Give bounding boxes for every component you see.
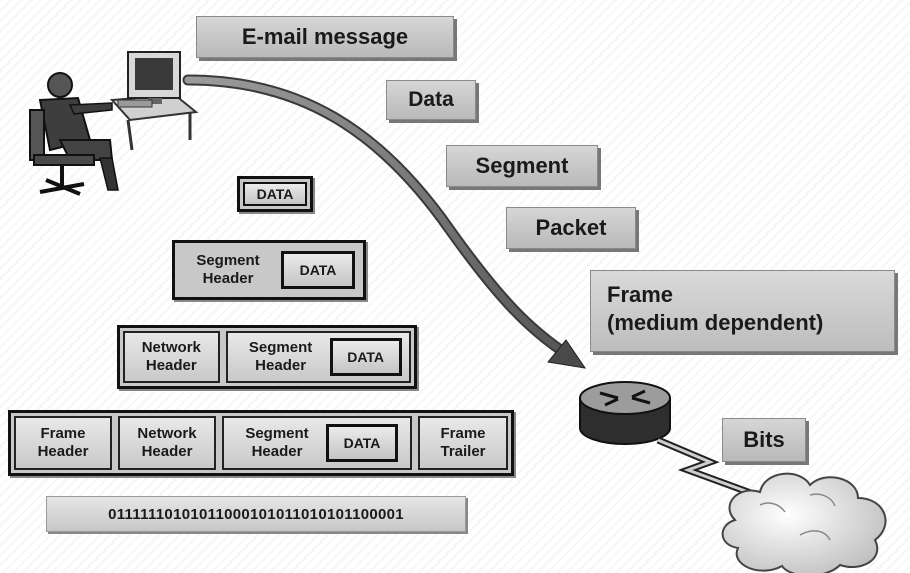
stage-label-bits: Bits xyxy=(722,418,806,462)
user-at-computer-icon xyxy=(29,51,199,196)
data-box: DATA xyxy=(281,251,355,289)
frame-label-line2: (medium dependent) xyxy=(607,310,824,335)
segment-header: Segment Header xyxy=(245,425,309,460)
frame-label-line1: Frame xyxy=(607,282,674,307)
network-header: Network Header xyxy=(118,416,216,470)
stage-label-email: E-mail message xyxy=(196,16,454,58)
segment-block: Segment Header DATA xyxy=(225,331,411,383)
segment-header: Segment Header xyxy=(196,252,260,287)
stage-label-frame: Frame (medium dependent) xyxy=(590,270,895,352)
bitstream: 01111110101011000101011010101100001 xyxy=(46,496,466,532)
network-header: Network Header xyxy=(123,331,220,383)
router-icon xyxy=(579,381,671,445)
stage-label-data: Data xyxy=(386,80,476,120)
encap-row-frame: Frame Header Network Header Segment Head… xyxy=(8,410,514,476)
data-box: DATA xyxy=(326,424,398,462)
encap-row-data: DATA xyxy=(237,176,313,212)
lightning-link-icon xyxy=(656,436,772,504)
encap-row-segment: Segment Header DATA xyxy=(172,240,366,300)
encap-row-packet: Network Header Segment Header DATA xyxy=(117,325,417,389)
network-cloud-icon xyxy=(721,472,887,573)
flow-arrow xyxy=(182,74,587,369)
stage-label-packet: Packet xyxy=(506,207,636,249)
data-box: DATA xyxy=(329,338,402,376)
segment-header: Segment Header xyxy=(248,339,313,374)
segment-block: Segment Header DATA xyxy=(222,416,412,470)
stage-label-segment: Segment xyxy=(446,145,598,187)
data-box: DATA xyxy=(243,182,307,206)
frame-header: Frame Header xyxy=(14,416,112,470)
frame-trailer: Frame Trailer xyxy=(418,416,508,470)
